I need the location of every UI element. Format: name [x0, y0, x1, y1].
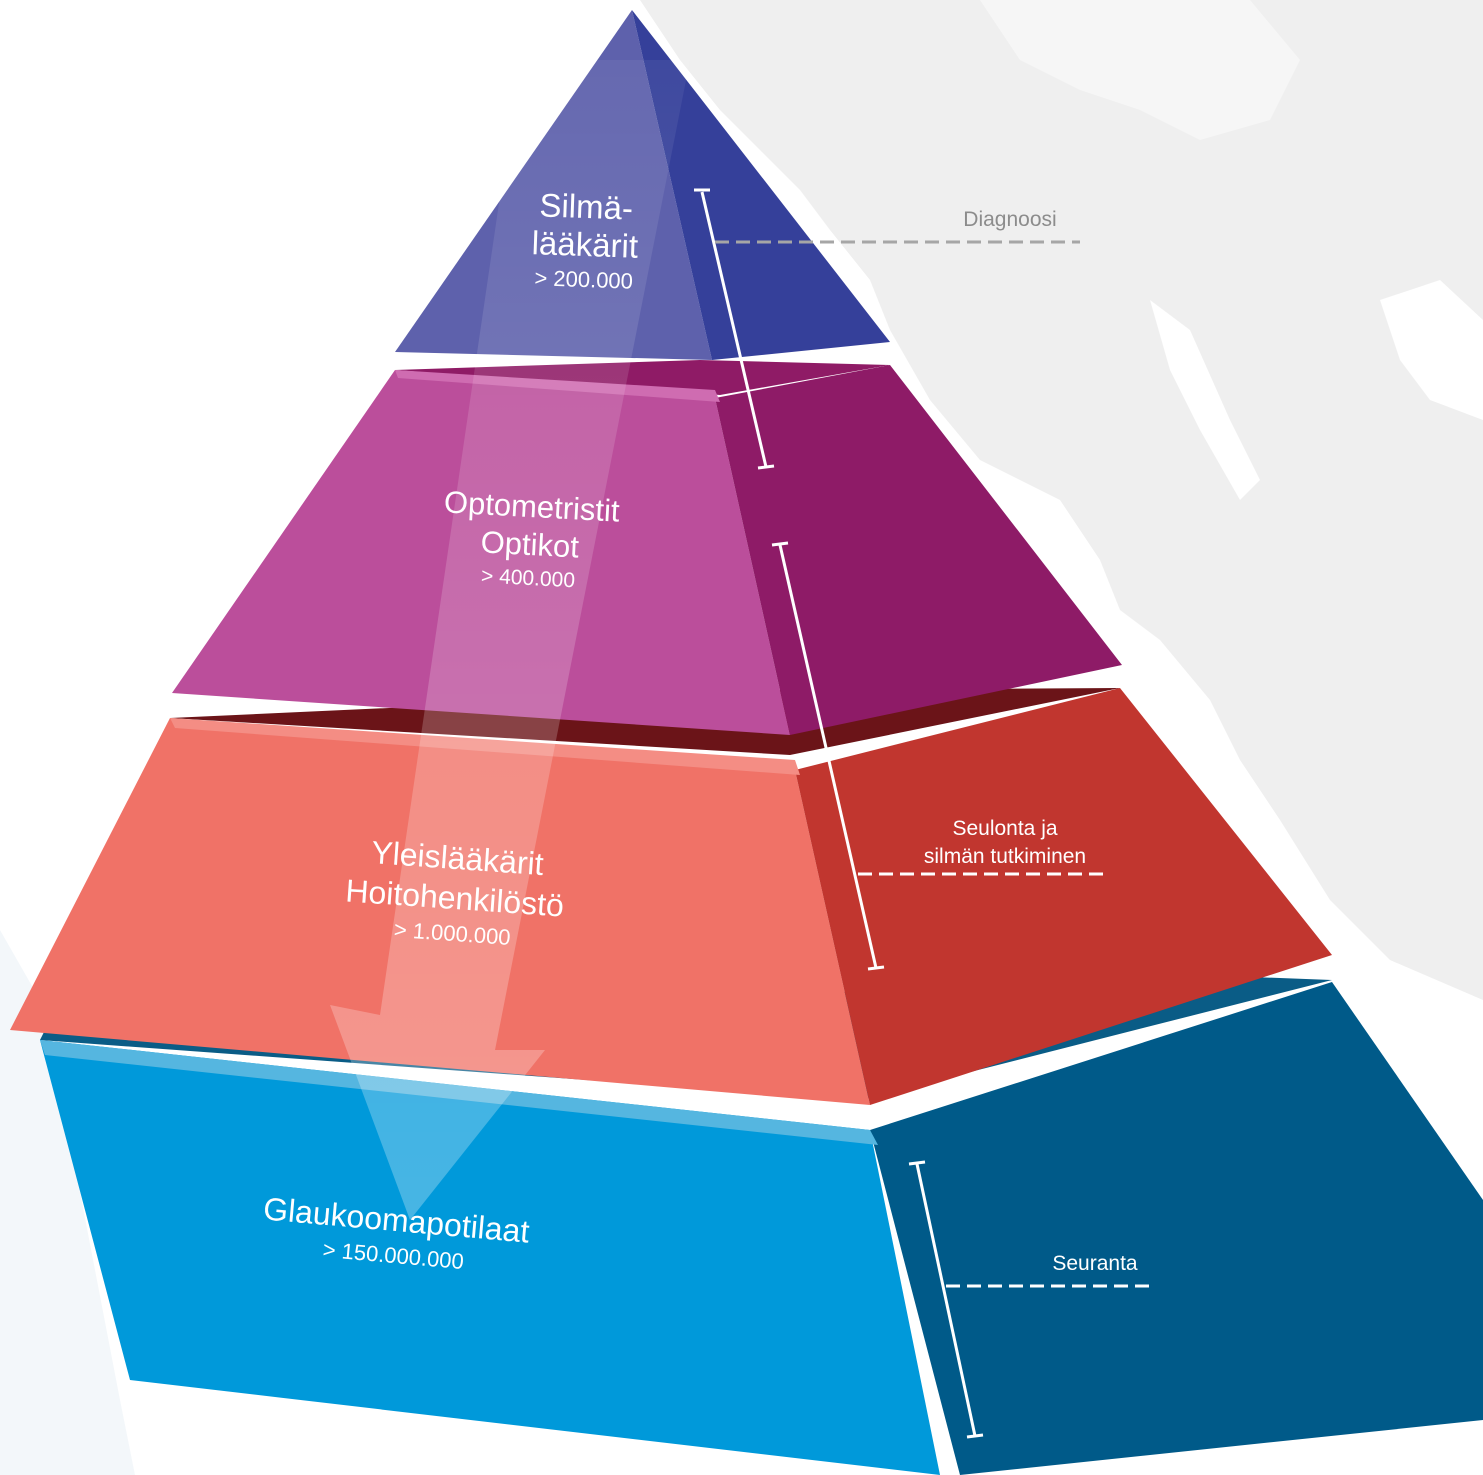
bracket-seuranta	[908, 1160, 984, 1439]
tier-count: > 200.000	[534, 265, 634, 294]
stage-label-line: silmän tutkiminen	[923, 845, 1087, 868]
tier-name-line: Silmä-	[538, 186, 634, 227]
tier-label-optometristit: Optometristit Optikot > 400.000	[397, 481, 662, 600]
tier-name-line: lääkärit	[531, 224, 639, 265]
tier-yleislaakarit	[10, 688, 1332, 1105]
stage-label-seulonta: Seulonta ja silmän tutkiminen	[895, 815, 1115, 871]
bracket-seulonta	[771, 541, 885, 971]
stage-label-line: Seulonta ja	[952, 817, 1058, 840]
stage-label-line: Diagnoosi	[963, 208, 1057, 231]
flow-arrow	[330, 60, 690, 1220]
bracket-diagnoosi	[694, 188, 775, 470]
stage-label-line: Seuranta	[1052, 1252, 1138, 1275]
stage-label-seuranta: Seuranta	[1020, 1251, 1170, 1277]
tier-label-yleislaakarit: Yleislääkärit Hoitohenkilöstö > 1.000.00…	[291, 827, 618, 961]
stage-label-diagnoosi: Diagnoosi	[940, 207, 1080, 233]
left-shape-decor	[0, 930, 135, 1475]
tier-label-silmalaakarit: Silmä- lääkärit > 200.000	[498, 185, 672, 299]
world-map-background	[640, 0, 1483, 1000]
